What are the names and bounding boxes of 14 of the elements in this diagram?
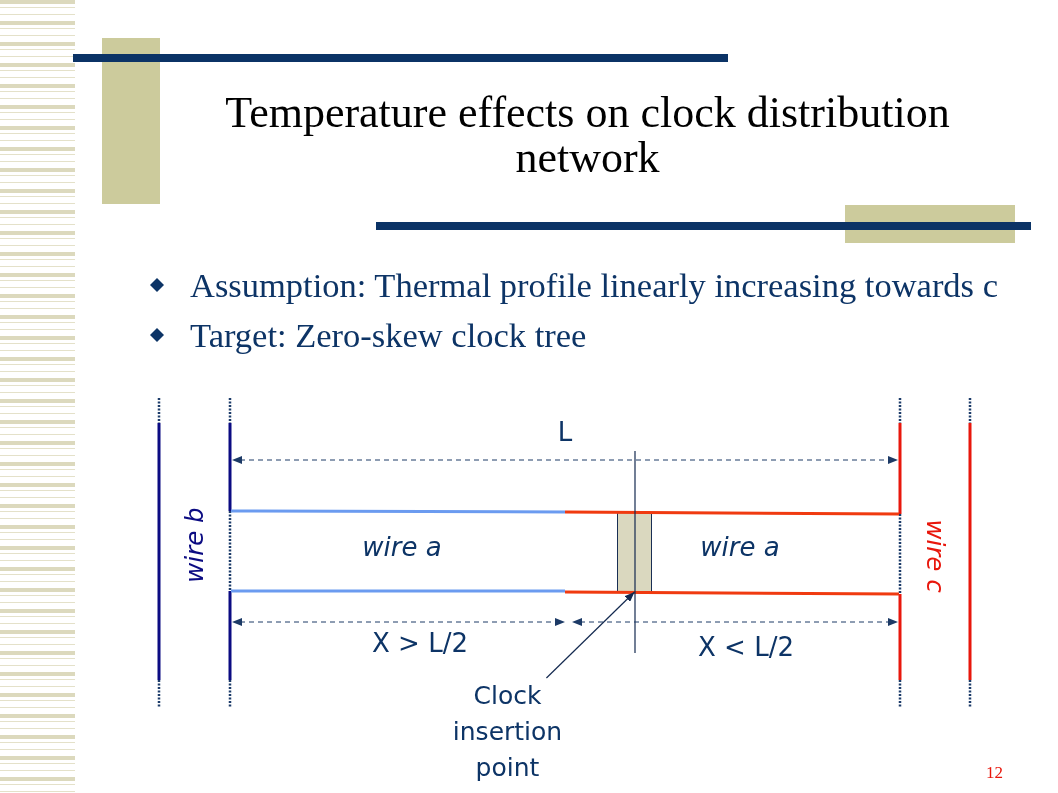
wire-label: wire a: [362, 532, 442, 562]
bullet-text: Target: Zero-skew clock tree: [190, 315, 587, 355]
page-number: 12: [986, 764, 1003, 782]
dimension-label: X > L/2: [372, 628, 468, 658]
slide-title: Temperature effects on clock distribution network: [224, 90, 951, 180]
bullet-text: Assumption: Thermal profile linearly increasing towards c: [190, 265, 998, 305]
buffer-block: [617, 512, 652, 592]
dimension-label: X < L/2: [698, 632, 794, 662]
wire-label: wire a: [700, 532, 780, 562]
callout-text: Clock insertion point: [451, 680, 564, 784]
wire-label: wire b: [181, 507, 209, 583]
wire-label: wire c: [921, 519, 949, 593]
dimension-label: L: [557, 417, 573, 447]
leader-line: [545, 591, 636, 679]
